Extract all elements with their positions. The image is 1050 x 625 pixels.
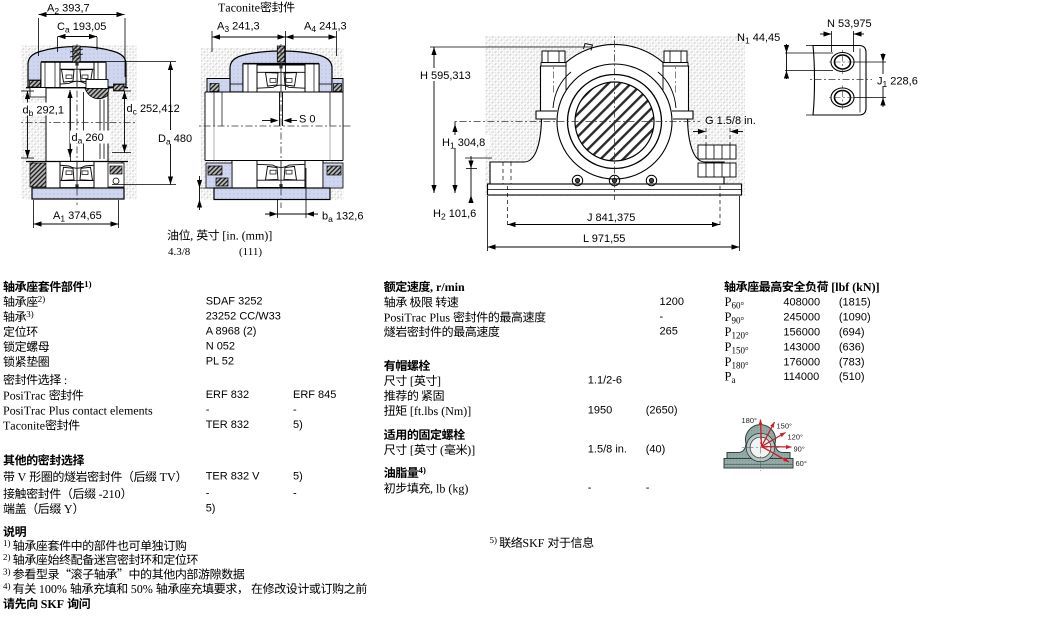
svg-text:23252 CC/W33: 23252 CC/W33 bbox=[206, 310, 281, 322]
svg-text:265: 265 bbox=[660, 325, 678, 337]
svg-text:H1 304,8: H1 304,8 bbox=[442, 137, 485, 151]
svg-text:dc 252,412: dc 252,412 bbox=[127, 103, 180, 117]
svg-text:114000: 114000 bbox=[783, 371, 819, 383]
svg-text:(1090): (1090) bbox=[839, 311, 871, 323]
svg-text:245000: 245000 bbox=[783, 311, 820, 323]
svg-text:db 292,1: db 292,1 bbox=[23, 105, 64, 119]
svg-text:5): 5) bbox=[206, 502, 216, 514]
svg-text:H2 101,6: H2 101,6 bbox=[433, 208, 476, 222]
svg-text:-: - bbox=[206, 404, 210, 416]
svg-text:A4 241,3: A4 241,3 bbox=[304, 21, 347, 35]
svg-text:H 595,313: H 595,313 bbox=[420, 70, 471, 82]
svg-text:L 971,55: L 971,55 bbox=[583, 233, 625, 245]
svg-text:TER 832 V: TER 832 V bbox=[206, 470, 260, 482]
svg-text:N1 44,45: N1 44,45 bbox=[737, 32, 780, 46]
svg-text:da 260: da 260 bbox=[72, 132, 104, 146]
svg-text:A3 241,3: A3 241,3 bbox=[217, 21, 260, 35]
svg-text:-: - bbox=[660, 311, 664, 323]
svg-text:TER 832: TER 832 bbox=[206, 419, 249, 431]
svg-text:1.5/8 in.: 1.5/8 in. bbox=[588, 443, 627, 455]
svg-text:176000: 176000 bbox=[783, 356, 820, 368]
svg-text:PL 52: PL 52 bbox=[206, 355, 234, 367]
svg-text:5): 5) bbox=[293, 419, 303, 431]
svg-text:N 53,975: N 53,975 bbox=[827, 18, 872, 30]
svg-text:-: - bbox=[646, 482, 650, 494]
svg-text:Ca 193,05: Ca 193,05 bbox=[57, 21, 106, 35]
svg-text:60°: 60° bbox=[796, 459, 807, 468]
svg-text:-: - bbox=[293, 487, 297, 499]
svg-text:ERF 832: ERF 832 bbox=[206, 389, 249, 401]
svg-text:ba 132,6: ba 132,6 bbox=[322, 211, 363, 225]
svg-text:(111): (111) bbox=[239, 246, 262, 258]
svg-text:J1 228,6: J1 228,6 bbox=[877, 76, 918, 90]
svg-text:SDAF 3252: SDAF 3252 bbox=[206, 295, 263, 307]
svg-text:Pa: Pa bbox=[725, 370, 736, 386]
svg-text:N 052: N 052 bbox=[206, 340, 235, 352]
svg-text:(2650): (2650) bbox=[646, 404, 678, 416]
svg-text:Da 480: Da 480 bbox=[158, 133, 192, 147]
svg-text:A 8968 (2): A 8968 (2) bbox=[206, 325, 257, 337]
svg-text:J 841,375: J 841,375 bbox=[587, 212, 635, 224]
svg-text:90°: 90° bbox=[794, 445, 805, 454]
svg-text:5): 5) bbox=[293, 470, 303, 482]
svg-text:156000: 156000 bbox=[783, 326, 820, 338]
svg-text:-: - bbox=[206, 487, 210, 499]
svg-text:-: - bbox=[293, 404, 297, 416]
svg-text:(783): (783) bbox=[839, 356, 865, 368]
svg-text:A1 374,65: A1 374,65 bbox=[53, 210, 102, 224]
svg-text:-: - bbox=[588, 482, 592, 494]
svg-text:143000: 143000 bbox=[783, 341, 820, 353]
svg-text:120°: 120° bbox=[788, 433, 804, 442]
svg-text:(510): (510) bbox=[839, 371, 865, 383]
svg-text:(1815): (1815) bbox=[839, 296, 871, 308]
svg-text:S 0: S 0 bbox=[299, 114, 316, 126]
svg-text:(40): (40) bbox=[646, 443, 666, 455]
svg-text:1.1/2-6: 1.1/2-6 bbox=[588, 374, 622, 386]
svg-text:G 1.5/8 in.: G 1.5/8 in. bbox=[705, 115, 756, 127]
svg-text:(636): (636) bbox=[839, 341, 865, 353]
svg-text:A2 393,7: A2 393,7 bbox=[47, 3, 90, 17]
svg-text:408000: 408000 bbox=[783, 296, 820, 308]
svg-text:1200: 1200 bbox=[660, 296, 684, 308]
svg-text:150°: 150° bbox=[777, 422, 793, 431]
svg-text:4.3/8: 4.3/8 bbox=[168, 246, 191, 258]
svg-text:ERF 845: ERF 845 bbox=[293, 389, 336, 401]
svg-text:(694): (694) bbox=[839, 326, 865, 338]
svg-text:180°: 180° bbox=[742, 416, 758, 425]
svg-text:1950: 1950 bbox=[588, 404, 612, 416]
